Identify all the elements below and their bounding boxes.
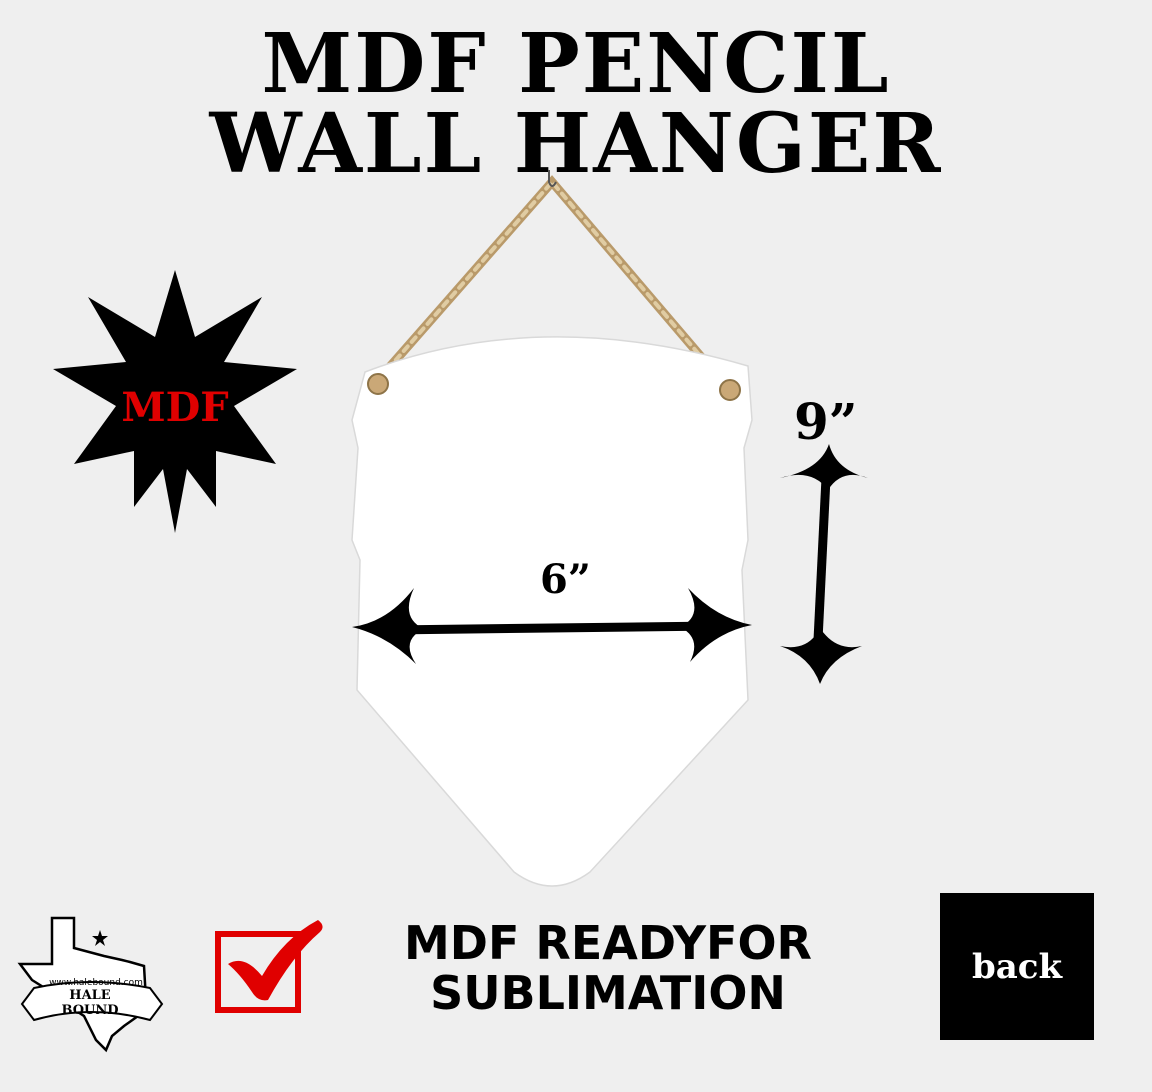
back-button[interactable]: back: [940, 893, 1094, 1040]
rope-knot-left: [367, 373, 389, 395]
logo-name: HALE BOUND: [61, 988, 119, 1018]
width-arrow: [352, 588, 752, 664]
page-title-line2: WALL HANGER: [209, 96, 943, 192]
hook-icon: [548, 170, 557, 187]
starburst-badge: [53, 270, 297, 533]
rope: [375, 175, 731, 391]
height-label: 9”: [794, 392, 858, 451]
height-arrow: [780, 444, 868, 684]
pencil-board: [351, 336, 753, 887]
checkmark-icon: [228, 920, 323, 1001]
checkbox-icon: [215, 931, 301, 1013]
ready-text: MDF READYFOR SUBLIMATION: [328, 918, 888, 1018]
badge-label: MDF: [121, 384, 229, 431]
page-title-line1: MDF PENCIL: [261, 16, 891, 112]
ready-line2: SUBLIMATION: [430, 966, 786, 1020]
rope-knot-right: [719, 379, 741, 401]
ready-line1: MDF READYFOR: [404, 916, 812, 970]
width-label: 6”: [540, 556, 591, 603]
texas-outline-icon: [17, 916, 164, 1053]
logo-url: www.halebound.com: [49, 978, 143, 988]
